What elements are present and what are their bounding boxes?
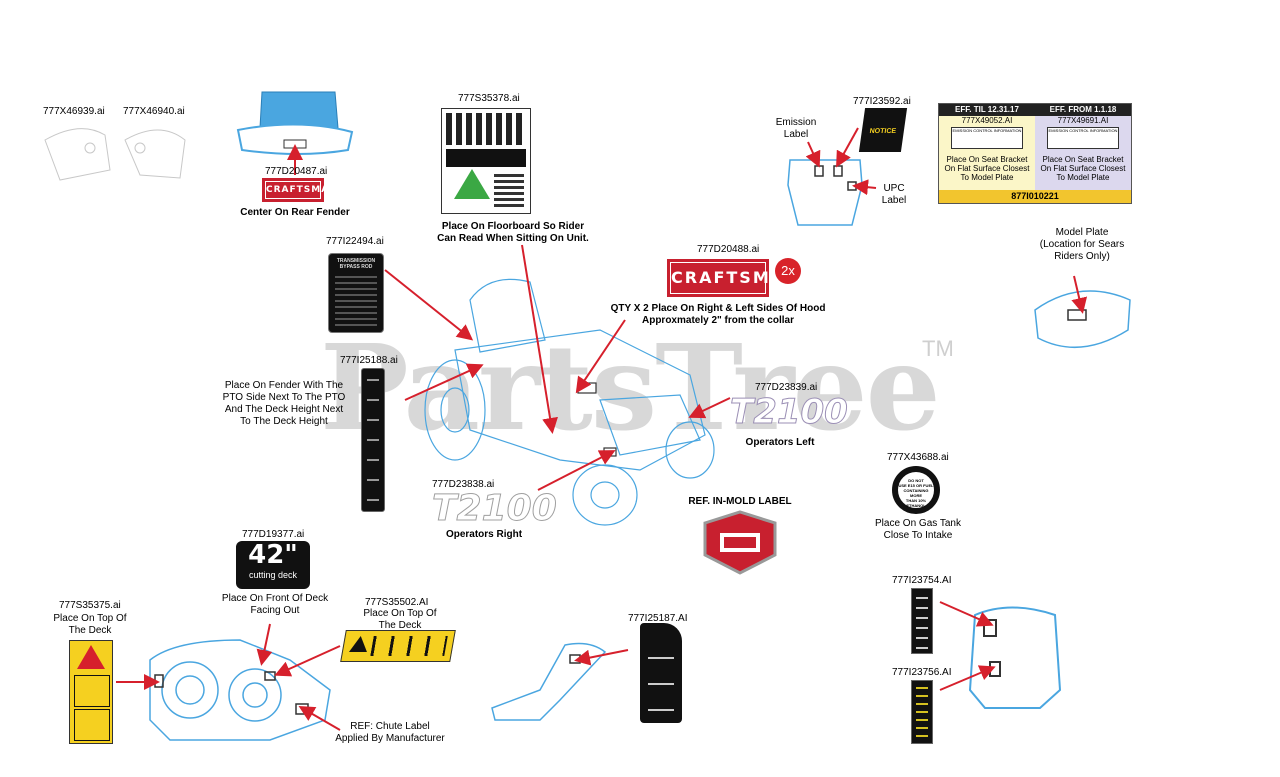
safety-decal-floorboard <box>441 108 531 214</box>
caption-fender-pto: Place On Fender With The PTO Side Next T… <box>222 380 346 427</box>
part-number-777s35375: 777S35375.ai <box>59 600 121 611</box>
dash-panel-part <box>968 606 1062 709</box>
part-number-777i25187: 777I25187.AI <box>628 613 688 624</box>
caption-upc: UPC Label <box>881 183 907 206</box>
foot-hazard-icon <box>74 709 110 741</box>
notice-decal: NOTICE <box>858 108 908 152</box>
eff-til-header: EFF. TIL 12.31.17 <box>939 104 1035 116</box>
craftsman-decal-small-text: CRAFTSMAN <box>265 181 337 199</box>
eff-right-caption: Place On Seat Bracket On Flat Surface Cl… <box>1040 155 1126 182</box>
eff-left-panel: EFF. TIL 12.31.17 777X49052.AI EMISSION … <box>939 104 1035 190</box>
cutting-deck-text: cutting deck <box>248 570 298 580</box>
eff-left-label-title: EMISSION CONTROL INFORMATION <box>952 128 1022 133</box>
part-number-777i23592: 777I23592.ai <box>853 96 911 107</box>
fender-pto-decal <box>361 368 385 512</box>
model-decal-right: T2100 <box>432 488 558 529</box>
part-number-777s35378: 777S35378.ai <box>458 93 520 104</box>
cutting-deck-size: 42" <box>248 540 298 570</box>
qty-2x-badge: 2x <box>775 258 801 284</box>
eff-right-label-title: EMISSION CONTROL INFORMATION <box>1048 128 1118 133</box>
part-number-777x46939: 777X46939.ai <box>43 106 105 117</box>
safety-decal-band <box>446 149 526 167</box>
part-number-777d23838: 777D23838.ai <box>432 479 495 490</box>
safety-decal-text-lines <box>494 171 524 207</box>
hand-hazard-icon <box>74 675 110 707</box>
part-number-777d20488: 777D20488.ai <box>697 244 760 255</box>
deck-warning-decal-vertical <box>69 640 113 744</box>
part-number-777i25188: 777I25188.ai <box>340 355 398 366</box>
eff-left-caption: Place On Seat Bracket On Flat Surface Cl… <box>944 155 1030 182</box>
craftsman-hood-decal: CRAFTSMAN <box>667 259 799 297</box>
gas-tank-decal-text: DO NOT USE E15 OR FUEL CONTAINING MORE T… <box>898 478 934 508</box>
caption-gas-tank: Place On Gas Tank Close To Intake <box>875 518 961 541</box>
caption-model-plate: Model Plate (Location for Sears Riders O… <box>1039 227 1125 262</box>
warning-triangle-icon <box>77 645 105 669</box>
watermark-tm: TM <box>922 336 954 361</box>
caption-front-deck: Place On Front Of Deck Facing Out <box>221 593 329 616</box>
fender-outline-left <box>44 128 111 181</box>
caption-hood-line2: Approxmately 2" from the collar <box>641 315 794 326</box>
eff-from-header: EFF. FROM 1.1.18 <box>1035 104 1131 116</box>
eff-right-label-box: EMISSION CONTROL INFORMATION <box>1047 127 1119 149</box>
craftsman-decal-small: CRAFTSMAN <box>262 178 337 202</box>
watermark-text: PartsTree <box>320 318 941 457</box>
fender-outline-right <box>124 129 186 179</box>
warning-triangle-small-icon <box>348 636 370 652</box>
deck-warning-decal-horizontal <box>340 630 456 662</box>
eff-left-part: 777X49052.AI <box>961 116 1013 125</box>
part-number-777s35502: 777S35502.AI <box>365 597 429 608</box>
fender-pto-decal-marks <box>367 377 379 501</box>
part-number-777d20487: 777D20487.ai <box>265 166 328 177</box>
model-decal-left: T2100 <box>730 392 849 432</box>
eff-footer: 877I010221 <box>939 190 1131 203</box>
pedal-decal <box>640 623 682 723</box>
part-number-777d23839: 777D23839.ai <box>755 382 818 393</box>
transmission-bypass-lines <box>335 276 377 326</box>
notice-decal-text: NOTICE <box>869 128 897 135</box>
mower-deck-part <box>149 639 331 741</box>
part-number-777x43688: 777X43688.ai <box>887 452 949 463</box>
caption-operators-right: Operators Right <box>445 529 523 540</box>
caption-in-mold: REF. IN-MOLD LABEL <box>688 496 792 507</box>
caption-hood-line1: QTY X 2 Place On Right & Left Sides Of H… <box>610 303 826 314</box>
in-mold-shield <box>703 510 777 575</box>
part-number-777i22494: 777I22494.ai <box>326 236 384 247</box>
caption-floorboard-line1: Place On Floorboard So Rider <box>441 221 585 232</box>
seat-base-part <box>787 159 863 226</box>
safety-decal-icons <box>446 113 526 145</box>
slope-triangle-icon <box>454 169 490 199</box>
caption-chute: REF: Chute Label Applied By Manufacturer <box>335 721 445 744</box>
part-number-777x46940: 777X46940.ai <box>123 106 185 117</box>
part-number-777i23756: 777I23756.AI <box>892 667 952 678</box>
pedal-decal-marks <box>648 633 674 711</box>
cutting-deck-decal: 42" cutting deck <box>236 541 310 589</box>
caption-top-deck-left: Place On Top Of The Deck <box>53 613 127 636</box>
pedal-part <box>491 642 607 721</box>
dash-decal-lower-marks <box>916 687 928 737</box>
effective-date-labels: EFF. TIL 12.31.17 777X49052.AI EMISSION … <box>938 103 1132 204</box>
eff-right-panel: EFF. FROM 1.1.18 777X49691.AI EMISSION C… <box>1035 104 1131 190</box>
transmission-bypass-title: TRANSMISSION BYPASS ROD <box>336 258 376 270</box>
part-number-777d19377: 777D19377.ai <box>242 529 305 540</box>
model-plate-part <box>1034 290 1131 349</box>
caption-top-deck-right: Place On Top Of The Deck <box>363 608 437 631</box>
part-number-777i23754: 777I23754.AI <box>892 575 952 586</box>
transmission-bypass-decal: TRANSMISSION BYPASS ROD <box>328 253 384 333</box>
caption-rear-fender: Center On Rear Fender <box>240 207 350 218</box>
dash-decal-lower <box>911 680 933 744</box>
gas-tank-decal: DO NOT USE E15 OR FUEL CONTAINING MORE T… <box>892 466 940 514</box>
rear-fender-part <box>236 91 354 155</box>
craftsman-hood-text: CRAFTSMAN <box>670 262 799 294</box>
dash-decal-upper <box>911 588 933 654</box>
dash-decal-upper-marks <box>916 593 928 649</box>
caption-floorboard-line2: Can Read When Sitting On Unit. <box>437 233 589 244</box>
hazard-icons-row <box>370 636 448 656</box>
caption-emission: Emission Label <box>775 117 817 140</box>
caption-operators-left: Operators Left <box>745 437 815 448</box>
eff-left-label-box: EMISSION CONTROL INFORMATION <box>951 127 1023 149</box>
eff-right-part: 777X49691.AI <box>1057 116 1109 125</box>
